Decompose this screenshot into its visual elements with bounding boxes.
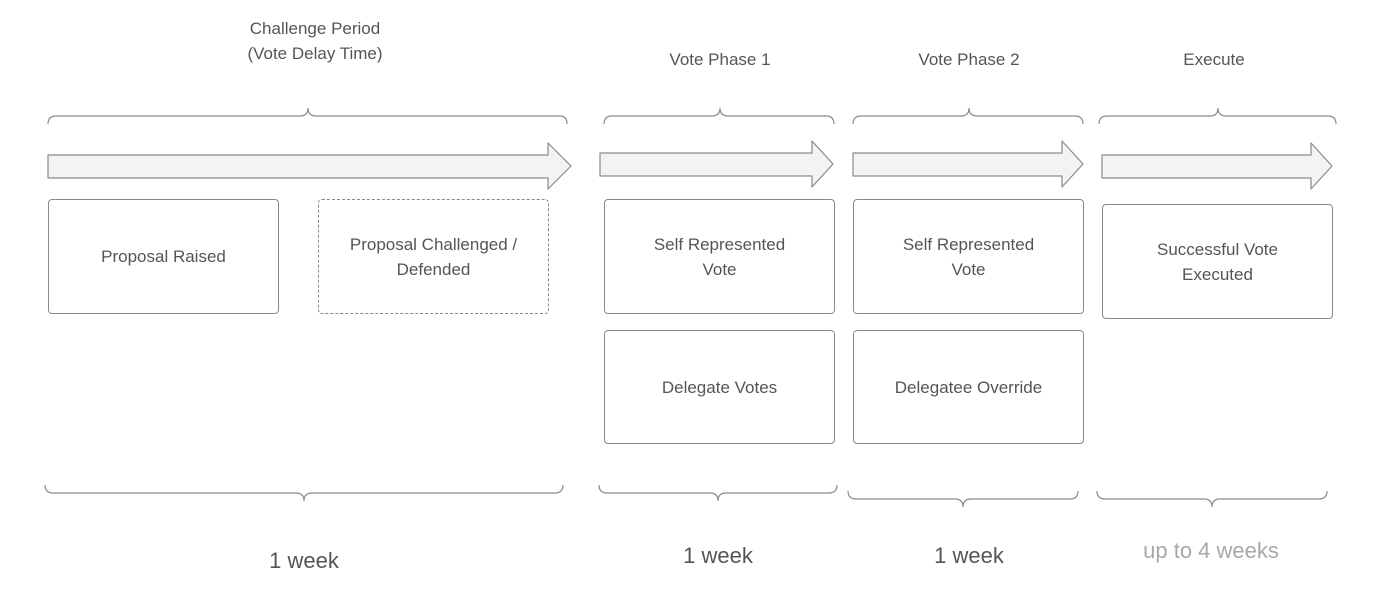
stage-self-represented-vote-phase-1: Self Represented Vote xyxy=(604,199,835,314)
bottom-brace-challenge-period xyxy=(44,484,564,502)
stage-successful-vote-executed: Successful Vote Executed xyxy=(1102,204,1333,319)
arrow-vote-phase-1 xyxy=(599,140,834,188)
phase-title-line: Challenge Period xyxy=(249,19,381,38)
stage-proposal-challenged-defended: Proposal Challenged / Defended xyxy=(318,199,549,314)
phase-title-challenge-period: Challenge Period (Vote Delay Time) xyxy=(165,16,465,66)
phase-title-line: (Vote Delay Time) xyxy=(247,44,383,63)
bottom-brace-execute xyxy=(1096,490,1328,508)
stage-self-represented-vote-phase-2: Self Represented Vote xyxy=(853,199,1084,314)
stage-delegate-votes: Delegate Votes xyxy=(604,330,835,444)
duration-execute: up to 4 weeks xyxy=(1143,538,1279,563)
stage-proposal-raised: Proposal Raised xyxy=(48,199,279,314)
bottom-brace-vote-phase-1 xyxy=(598,484,838,502)
duration-vote-phase-1: 1 week xyxy=(683,543,753,568)
phase-title-execute: Execute xyxy=(1114,47,1314,72)
stage-delegatee-override: Delegatee Override xyxy=(853,330,1084,444)
bottom-brace-vote-phase-2 xyxy=(847,490,1079,508)
top-brace-vote-phase-1 xyxy=(603,107,835,125)
arrow-vote-phase-2 xyxy=(852,140,1084,188)
phase-title-line: Vote Phase 2 xyxy=(918,50,1020,69)
top-brace-execute xyxy=(1098,107,1337,125)
top-brace-challenge-period xyxy=(47,107,568,125)
phase-title-line: Vote Phase 1 xyxy=(669,50,771,69)
phase-title-line: Execute xyxy=(1183,50,1245,69)
phase-title-vote-phase-1: Vote Phase 1 xyxy=(620,47,820,72)
duration-challenge-period: 1 week xyxy=(269,548,339,573)
duration-vote-phase-2: 1 week xyxy=(934,543,1004,568)
arrow-execute xyxy=(1101,142,1333,190)
top-brace-vote-phase-2 xyxy=(852,107,1084,125)
phase-title-vote-phase-2: Vote Phase 2 xyxy=(869,47,1069,72)
arrow-challenge-period xyxy=(47,142,572,190)
